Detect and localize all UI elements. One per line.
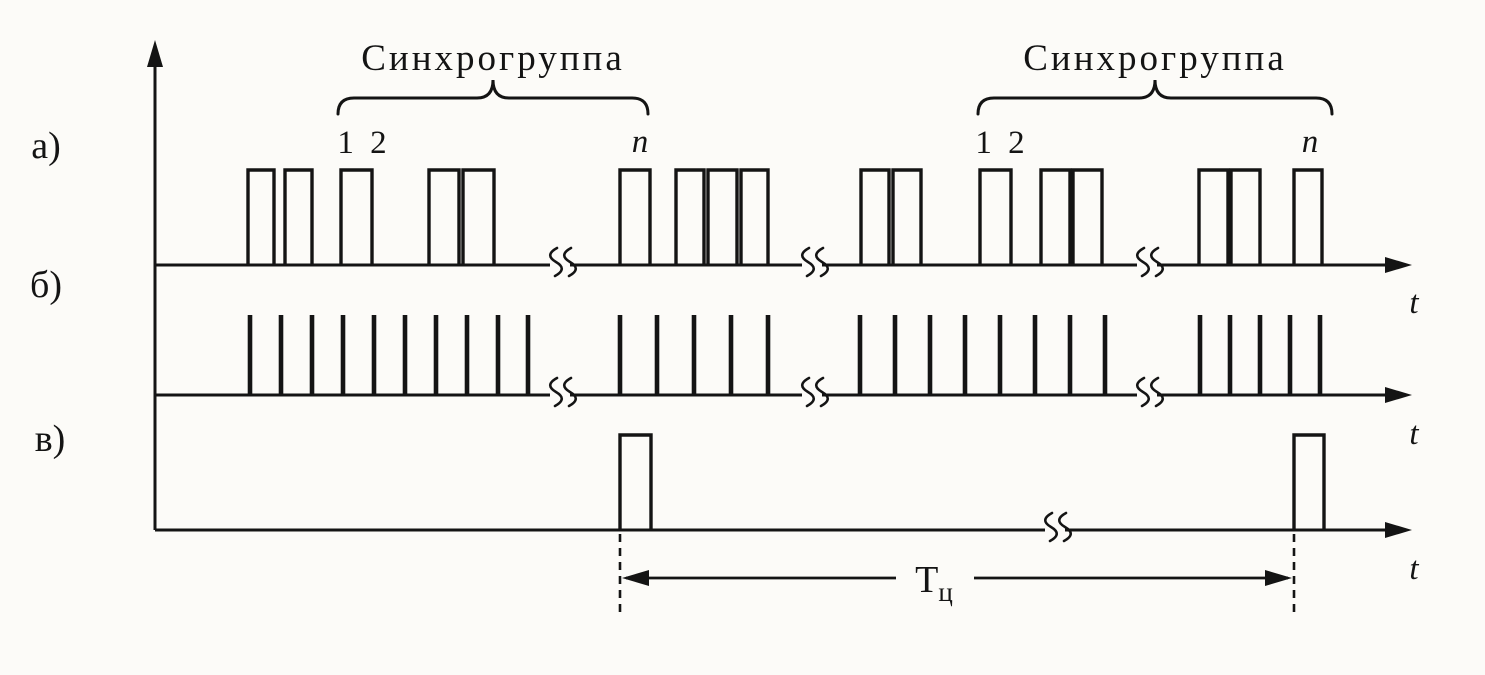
period-arrowhead-left-icon (622, 570, 649, 586)
pulse-trace-a (618, 168, 652, 265)
pulse-trace-a (283, 168, 314, 265)
pulse-trace-a (427, 168, 461, 265)
pulse-n-label-1: n (632, 124, 649, 160)
time-axis-c-arrowhead-icon (1385, 522, 1412, 538)
pulse-trace-a (739, 168, 770, 265)
diagram-shapes-layer (147, 40, 1412, 612)
trace-c-label: в) (35, 418, 66, 460)
axis-break-icon (1149, 376, 1165, 408)
time-axis-label-c: t (1409, 551, 1419, 587)
trace-b-label: б) (30, 264, 62, 306)
time-axis-label-a: t (1409, 285, 1419, 321)
pulse-trace-a (1039, 168, 1072, 265)
axis-break-icon (548, 246, 564, 278)
pulse-trace-a (859, 168, 891, 265)
sync-group-label-1: Синхрогруппа (361, 38, 625, 79)
axis-break-icon (1135, 246, 1151, 278)
vertical-axis-arrowhead-icon (147, 40, 163, 67)
time-axis-b-arrowhead-icon (1385, 387, 1412, 403)
pulse-trace-a (1071, 168, 1104, 265)
axis-break-icon (562, 376, 578, 408)
axis-break-icon (548, 376, 564, 408)
pulse-trace-a (1197, 168, 1230, 265)
axis-break-icon (800, 376, 816, 408)
pulse-trace-a (891, 168, 923, 265)
time-axis-a-arrowhead-icon (1385, 257, 1412, 273)
pulse-trace-a (674, 168, 706, 265)
axis-break-icon (814, 376, 830, 408)
pulse-trace-a (978, 168, 1013, 265)
axis-break-icon (800, 246, 816, 278)
pulse-n-label-2: n (1302, 124, 1319, 160)
axis-break-icon (562, 246, 578, 278)
pulse-trace-a (1229, 168, 1262, 265)
pulse-trace-a (246, 168, 276, 265)
period-subscript: ц (938, 577, 952, 607)
pulse-numbers-2: 1 2 (975, 125, 1028, 161)
period-arrowhead-right-icon (1265, 570, 1292, 586)
pulse-trace-a (706, 168, 739, 265)
pulse-trace-c (1292, 433, 1326, 530)
sync-group-brace (336, 79, 650, 116)
pulse-trace-a (339, 168, 374, 265)
trace-a-label: а) (31, 125, 61, 167)
sync-group-brace (976, 79, 1334, 116)
pulse-numbers-1: 1 2 (337, 125, 390, 161)
time-axis-label-b: t (1409, 416, 1419, 452)
pulse-trace-a (461, 168, 496, 265)
axis-break-icon (1057, 511, 1073, 543)
axis-break-icon (1043, 511, 1059, 543)
pulse-trace-a (1292, 168, 1324, 265)
pulse-trace-c (618, 433, 653, 530)
axis-break-icon (1135, 376, 1151, 408)
sync-group-label-2: Синхрогруппа (1023, 38, 1287, 79)
axis-break-icon (814, 246, 830, 278)
axis-break-icon (1149, 246, 1165, 278)
period-main: Т (915, 559, 938, 601)
period-label: Тц (915, 559, 953, 607)
